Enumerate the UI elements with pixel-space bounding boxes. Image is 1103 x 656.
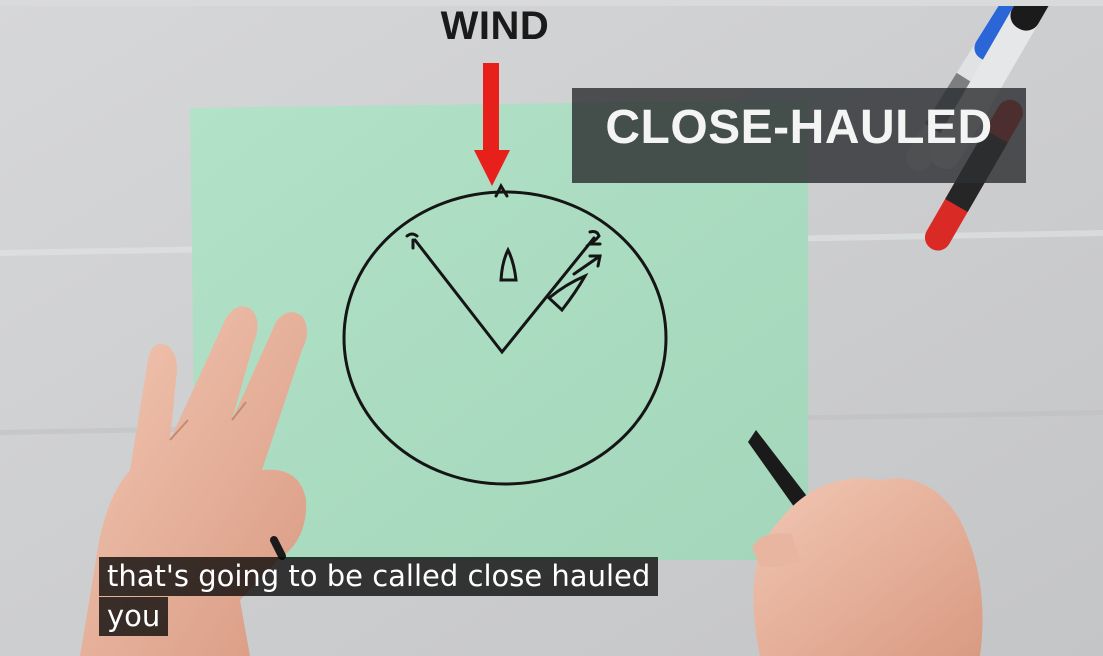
points-of-sail-diagram	[342, 182, 668, 486]
paper-sheet	[190, 100, 808, 560]
no-go-zone-lines	[413, 236, 596, 355]
point-of-sail-banner	[572, 88, 1026, 183]
video-captions: that's going to be called close hauled y…	[99, 557, 659, 637]
tick-mark	[494, 182, 509, 198]
right-hand	[748, 430, 983, 656]
down-arrow-icon	[474, 63, 510, 186]
wind-label: WIND	[440, 4, 550, 48]
tick-mark	[585, 230, 602, 246]
boat-with-arrow-icon	[546, 254, 602, 313]
boat-icon	[499, 246, 518, 282]
caption-line-1: that's going to be called close hauled	[99, 557, 659, 596]
point-of-sail-label: CLOSE-HAULED	[605, 101, 993, 154]
top-strip	[0, 0, 1103, 6]
caption-line-2: you	[99, 597, 169, 636]
tick-mark	[405, 232, 419, 250]
